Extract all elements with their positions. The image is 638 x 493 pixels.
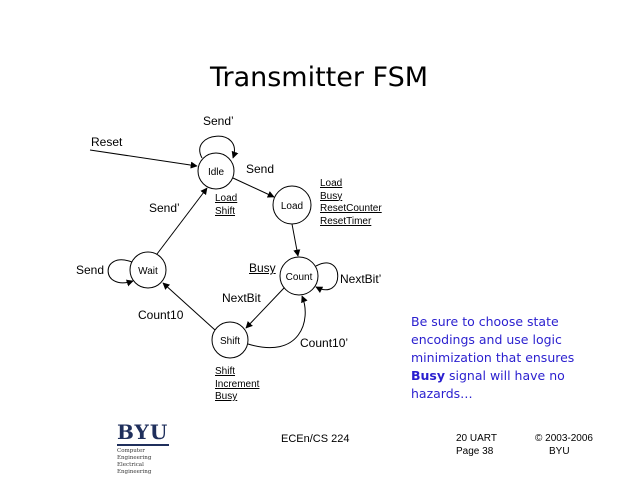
footer-copyright: © 2003-2006 bbox=[535, 433, 593, 444]
output-item: Load bbox=[320, 178, 343, 189]
logo-rule bbox=[117, 444, 169, 446]
shift-to-count-label: Count10’ bbox=[300, 336, 349, 350]
note-line: minimization that ensures bbox=[411, 350, 575, 365]
state-wait-label: Wait bbox=[138, 266, 158, 277]
idle-to-load-label: Send bbox=[246, 162, 275, 176]
reset-arrow bbox=[89, 149, 198, 169]
output-item: Shift bbox=[215, 366, 236, 377]
footer-section: 20 UART bbox=[456, 433, 497, 444]
footer-page: Page 38 bbox=[456, 446, 494, 457]
note-line: Be sure to choose state bbox=[411, 314, 559, 329]
note-line: hazards… bbox=[411, 386, 473, 401]
busy-label: Busy bbox=[249, 261, 276, 275]
shift-outputs: Shift Increment Busy bbox=[215, 366, 259, 404]
output-item: Shift bbox=[215, 205, 236, 217]
count-self-label: NextBit’ bbox=[340, 272, 382, 286]
byu-logo: BYU Computer Engineering Electrical Engi… bbox=[117, 422, 177, 476]
output-item: ResetCounter bbox=[320, 203, 382, 214]
idle-to-load-arrow bbox=[232, 177, 275, 198]
load-to-count-arrow bbox=[291, 223, 301, 257]
state-load-label: Load bbox=[281, 201, 303, 212]
wait-self-loop bbox=[107, 259, 134, 287]
state-count-node bbox=[279, 256, 319, 296]
count-self-loop bbox=[315, 262, 339, 293]
footer-org: BYU bbox=[549, 446, 570, 457]
state-count-label: Count bbox=[286, 272, 313, 283]
output-item: ResetTimer bbox=[320, 215, 372, 227]
wait-self-label: Send bbox=[76, 263, 105, 277]
state-wait-node bbox=[129, 251, 167, 289]
output-item: Load bbox=[215, 193, 238, 204]
slide-title: Transmitter FSM bbox=[209, 62, 429, 93]
state-shift-node bbox=[211, 321, 249, 359]
idle-self-label: Send’ bbox=[203, 114, 234, 128]
note-line-rest: signal will have no bbox=[445, 368, 565, 383]
count-to-shift-arrow bbox=[245, 287, 285, 329]
wait-to-idle-label: Send’ bbox=[149, 201, 180, 215]
note-line: encodings and use logic bbox=[411, 332, 562, 347]
load-outputs: Load Busy ResetCounter ResetTimer bbox=[320, 178, 382, 228]
output-item: Increment bbox=[215, 378, 260, 390]
output-item: Busy bbox=[215, 391, 238, 402]
count-to-shift-label: NextBit bbox=[222, 291, 261, 305]
shift-to-count-arrow bbox=[247, 295, 308, 349]
idle-outputs: Load Shift bbox=[215, 193, 237, 218]
logo-sub-2: Electrical Engineering bbox=[117, 462, 152, 475]
note-bold-word: Busy bbox=[411, 368, 446, 383]
design-note: Be sure to choose state encodings and us… bbox=[411, 313, 591, 403]
logo-sub-1: Computer Engineering bbox=[117, 448, 152, 461]
state-shift-label: Shift bbox=[220, 336, 240, 347]
idle-self-loop bbox=[199, 135, 239, 159]
output-item: Busy bbox=[320, 190, 343, 202]
reset-label: Reset bbox=[91, 135, 123, 149]
state-idle-node bbox=[197, 152, 235, 190]
shift-to-wait-arrow bbox=[162, 282, 216, 331]
footer-course: ECEn/CS 224 bbox=[281, 433, 350, 445]
logo-word: BYU bbox=[117, 420, 169, 444]
wait-to-idle-arrow bbox=[156, 187, 208, 255]
note-line: Busy signal will have no bbox=[411, 367, 591, 385]
state-idle-label: Idle bbox=[208, 167, 225, 178]
shift-to-wait-label: Count10 bbox=[138, 308, 184, 322]
